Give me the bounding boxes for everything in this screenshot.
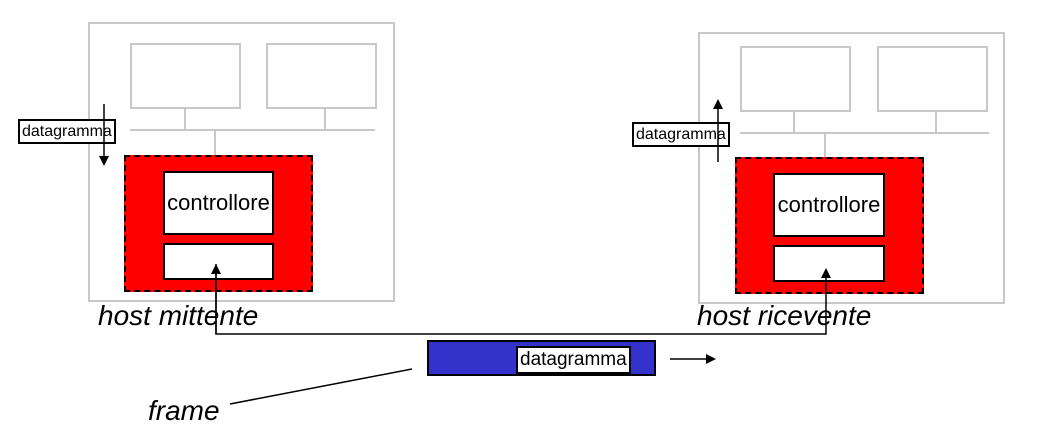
receiver-bus-drop	[824, 133, 826, 157]
receiver-monitor-right-stem	[935, 112, 937, 133]
frame-label: frame	[148, 395, 220, 426]
receiver-monitor-left-stem	[793, 112, 795, 133]
sender-link-box	[163, 243, 274, 280]
sender-monitor-left	[130, 43, 241, 109]
sender-monitor-right	[266, 43, 377, 109]
frame-pointer-line	[229, 368, 413, 405]
sender-host-label: host mittente	[98, 300, 259, 331]
receiver-host-label: host ricevente	[697, 300, 872, 331]
sender-monitor-left-stem	[184, 109, 186, 130]
frame-datagram-label: datagramma	[516, 346, 631, 374]
receiver-monitor-left	[740, 46, 851, 112]
sender-bus-line	[130, 129, 375, 131]
receiver-datagram-label: datagramma	[632, 122, 730, 147]
receiver-bus-line	[740, 132, 989, 134]
sender-monitor-right-stem	[324, 109, 326, 130]
sender-controller-box: controllore	[163, 171, 274, 235]
receiver-controller-box: controllore	[773, 173, 885, 237]
link-path	[215, 264, 831, 335]
sender-bus-drop	[214, 130, 216, 156]
sender-controller-label: controllore	[167, 190, 270, 215]
sender-datagram-label: datagramma	[18, 119, 116, 144]
receiver-controller-label: controllore	[777, 192, 881, 217]
receiver-monitor-right	[877, 46, 988, 112]
